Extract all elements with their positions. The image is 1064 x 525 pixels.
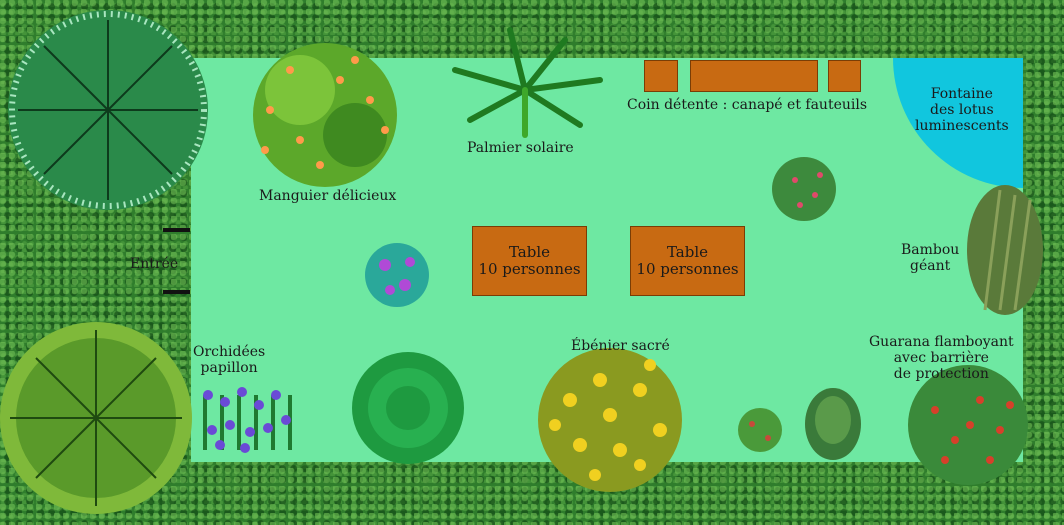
guarana-label-line3: de protection: [893, 366, 989, 382]
ebony-tree-label: Ébénier sacré: [571, 338, 670, 354]
rose-bush: [772, 157, 836, 221]
armchair-left: [644, 60, 678, 92]
tree-top-left: [8, 10, 208, 210]
table-1-title: Table: [508, 243, 551, 261]
bamboo-label-line1: Bambou: [901, 242, 960, 258]
fountain-label-line2: des lotus: [930, 102, 994, 118]
guarana-label: Guarana flamboyant avec barrière de prot…: [869, 334, 1014, 382]
bamboo-clump: [967, 185, 1043, 315]
bamboo-label: Bambou géant: [901, 242, 959, 274]
guarana-label-line1: Guarana flamboyant: [869, 334, 1014, 350]
mango-tree-label: Manguier délicieux: [259, 188, 397, 204]
entrance-post-bottom: [163, 290, 190, 294]
purple-flower-bush: [365, 243, 429, 307]
table-2-capacity: 10 personnes: [636, 260, 739, 278]
orchid-flowers: [203, 387, 292, 453]
small-shrub: [738, 408, 782, 452]
entrance-label: Entrée: [130, 256, 179, 272]
fountain-label-line1: Fontaine: [930, 86, 993, 102]
orchids-label: Orchidées papillon: [193, 344, 265, 376]
entrance-post-top: [163, 228, 190, 232]
round-bush: [352, 352, 464, 464]
table-1: Table 10 personnes: [472, 226, 587, 296]
orchids-label-line2: papillon: [200, 360, 258, 376]
guarana-bush: [908, 365, 1028, 485]
ebony-tree: [538, 348, 682, 492]
guarana-label-line2: avec barrière: [893, 350, 989, 366]
mango-tree: [253, 43, 397, 187]
fountain-label-line3: luminescents: [915, 118, 1009, 134]
table-2: Table 10 personnes: [630, 226, 745, 296]
tree-bottom-left: [0, 322, 192, 514]
table-2-title: Table: [666, 243, 709, 261]
orchids-label-line1: Orchidées: [193, 344, 266, 360]
sofa: [690, 60, 818, 92]
lounge-label: Coin détente : canapé et fauteuils: [627, 97, 868, 113]
green-shrub: [805, 388, 861, 460]
palm-tree-label: Palmier solaire: [467, 140, 574, 156]
table-1-capacity: 10 personnes: [478, 260, 581, 278]
armchair-right: [828, 60, 861, 92]
fountain-label: Fontaine des lotus luminescents: [915, 86, 1009, 134]
bamboo-label-line2: géant: [910, 258, 951, 274]
palm-tree: [452, 27, 603, 138]
